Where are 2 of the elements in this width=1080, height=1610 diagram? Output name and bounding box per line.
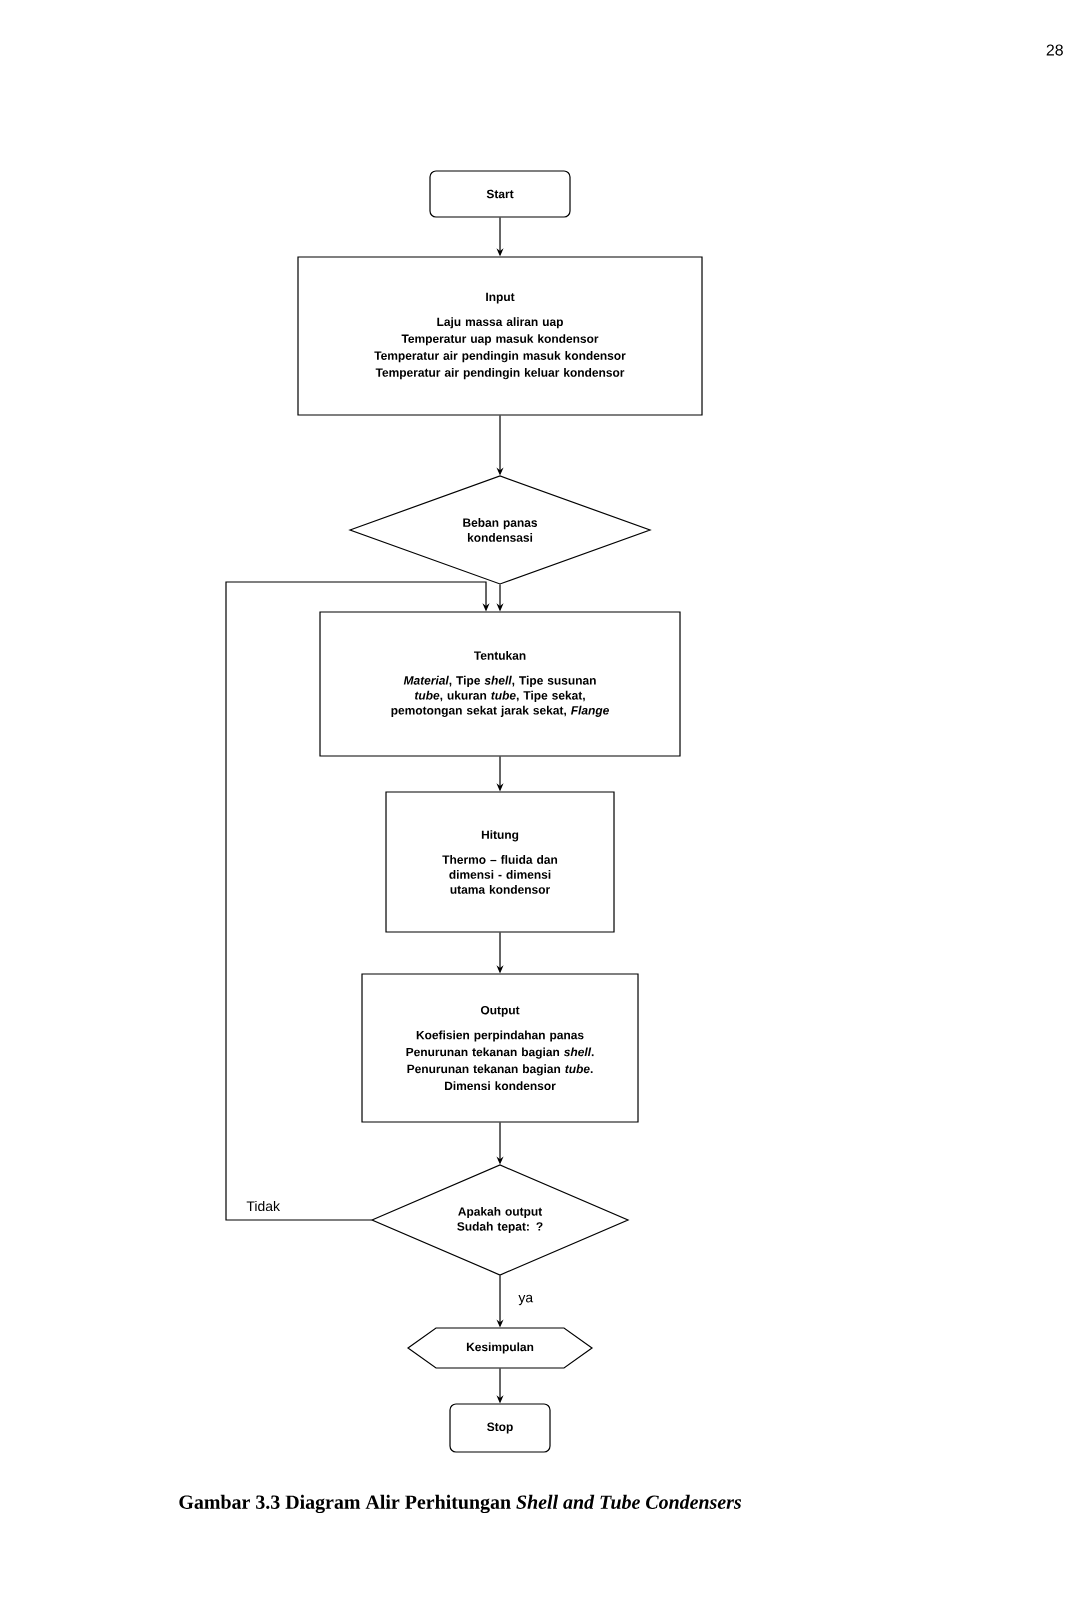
arrow <box>225 581 490 1221</box>
caption: Gambar 3.3 Diagram Alir Perhitungan Shell and Tube Condensers <box>179 1494 742 1514</box>
